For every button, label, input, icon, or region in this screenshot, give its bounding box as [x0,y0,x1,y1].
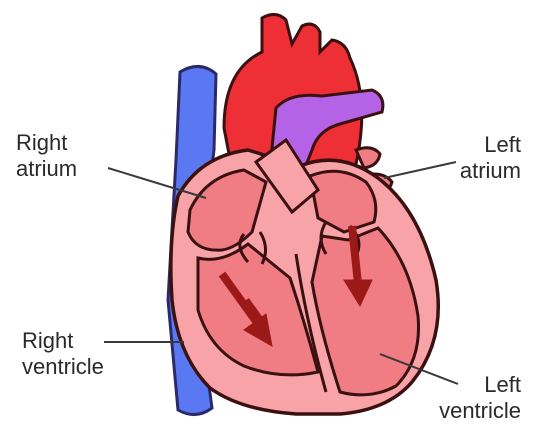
label-left-atrium: Left atrium [460,132,521,184]
label-right-atrium: Right atrium [16,130,77,182]
leader-left-atrium [384,162,456,178]
label-left-ventricle: Left ventricle [439,372,521,424]
label-right-ventricle: Right ventricle [22,328,104,380]
pulmonary-vein-upper [356,148,380,168]
